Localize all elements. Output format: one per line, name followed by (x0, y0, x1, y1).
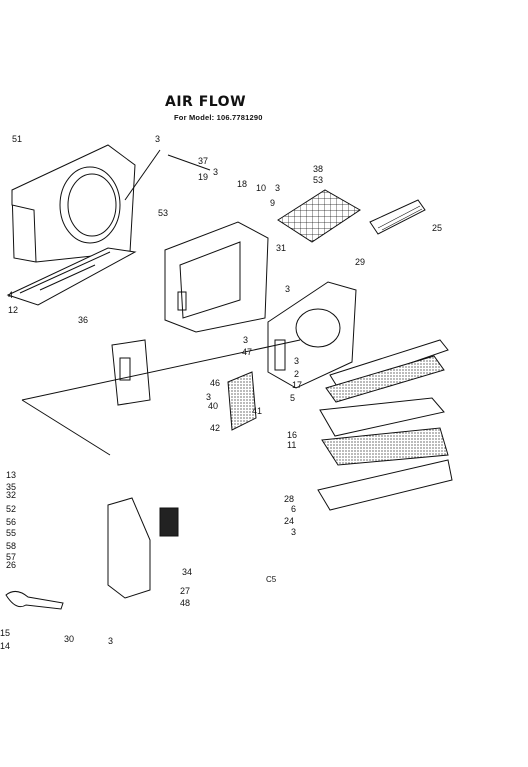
part-label: 42 (210, 423, 220, 433)
part-label: 3 (285, 284, 290, 294)
fan-shroud (11, 144, 136, 263)
part-label: 25 (432, 223, 442, 233)
part-label: 28 (284, 494, 294, 504)
part-label: 6 (291, 504, 296, 514)
part-label: 55 (6, 528, 16, 538)
part-label: 35 (6, 482, 16, 492)
part-label: 26 (6, 560, 16, 570)
control-bracket (107, 497, 151, 599)
part-label: 3 (294, 356, 299, 366)
page-title: AIR FLOW (165, 94, 247, 110)
part-label: 47 (242, 347, 252, 357)
part-label: 19 (198, 172, 208, 182)
part-label: 3 (291, 527, 296, 537)
part-label: 3 (275, 183, 280, 193)
vent-grille (227, 371, 257, 431)
part-label: 14 (0, 641, 10, 651)
knob (5, 591, 64, 610)
divider-line (21, 339, 301, 456)
rod (167, 154, 211, 171)
part-label: 11 (287, 440, 296, 450)
part-label: 13 (6, 470, 16, 480)
capacitor (159, 507, 179, 537)
part-label: 16 (287, 430, 297, 440)
bracket (124, 149, 161, 201)
part-label: 53 (313, 175, 323, 185)
diagram-code: C5 (266, 575, 277, 584)
part-label: 5 (290, 393, 295, 403)
part-label: 57 (6, 552, 16, 562)
part-label: 48 (180, 598, 190, 608)
part-label: 58 (6, 541, 16, 551)
part-label: 18 (237, 179, 247, 189)
part-label: 41 (252, 406, 262, 416)
part-label: 4 (8, 290, 13, 300)
part-label: 3 (108, 636, 113, 646)
part-label: 29 (355, 257, 365, 267)
part-label: 3 (155, 134, 160, 144)
part-label: 56 (6, 517, 16, 527)
part-label: 34 (182, 567, 192, 577)
part-label: 15 (0, 628, 10, 638)
part-label: 53 (158, 208, 168, 218)
part-label: 3 (213, 167, 218, 177)
part-label: 46 (210, 378, 220, 388)
model-subtitle: For Model: 106.7781290 (174, 113, 263, 122)
part-label: 12 (8, 305, 18, 315)
part-label: 30 (64, 634, 74, 644)
part-label: 2 (294, 369, 299, 379)
center-partition (164, 221, 269, 333)
part-label: 51 (12, 134, 22, 144)
louver (369, 199, 426, 235)
part-label: 9 (270, 198, 275, 208)
part-label: 17 (292, 380, 302, 390)
part-label: 10 (256, 183, 266, 193)
part-label: 36 (78, 315, 88, 325)
filter-grille (277, 189, 361, 243)
part-label: 31 (276, 243, 286, 253)
part-label: 3 (243, 335, 248, 345)
blower-housing (267, 281, 357, 389)
part-label: 37 (198, 156, 208, 166)
part-label: 40 (208, 401, 218, 411)
base-pan (6, 247, 137, 306)
part-label: 24 (284, 516, 294, 526)
part-label: 27 (180, 586, 190, 596)
part-label: 32 (6, 490, 16, 500)
filter-stack (317, 339, 453, 511)
part-label: 52 (6, 504, 16, 514)
part-label: 3 (206, 392, 211, 402)
part-label: 38 (313, 164, 323, 174)
control-cover (111, 339, 151, 406)
